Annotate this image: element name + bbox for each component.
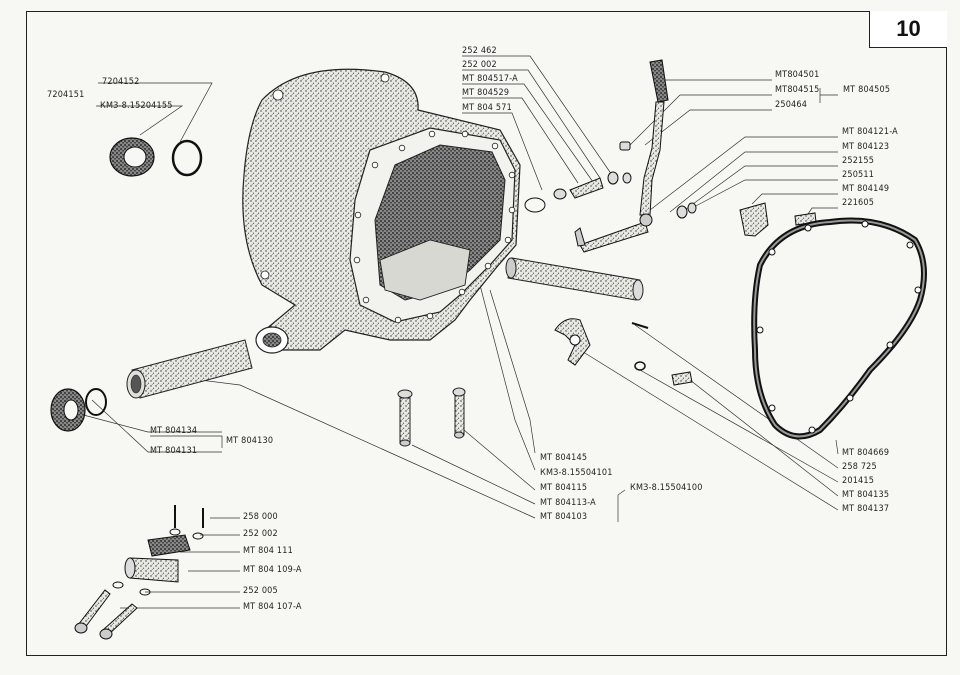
part-label-mt804107a: MT 804 107-A (243, 602, 302, 612)
part-label-7204151: 7204151 (47, 90, 85, 100)
screw-mt804135 (671, 371, 693, 386)
part-label-252462: 252 462 (462, 46, 497, 56)
part-label-7204152: 7204152 (102, 77, 140, 87)
part-label-mt804529: MT 804529 (462, 88, 510, 98)
part-label-mt804103: MT 804103 (540, 512, 588, 522)
oil-seal-mt804131 (50, 388, 86, 432)
part-label-252002-top: 252 002 (462, 60, 497, 70)
pin-258725 (631, 322, 649, 329)
gear-shift-lever (574, 59, 669, 253)
part-label-mt804111: MT 804 111 (243, 546, 293, 556)
part-label-kmz-15204155: КМЗ-8.15204155 (100, 101, 173, 111)
part-label-mt804113a: MT 804113-A (540, 498, 596, 508)
small-fasteners (524, 141, 817, 237)
part-label-250511: 250511 (842, 170, 875, 180)
part-label-mt804137: MT 804137 (842, 504, 890, 514)
gasket-mt804669 (751, 217, 927, 440)
o-ring-kmz (171, 139, 203, 177)
dowel-pin-mt804113a (452, 387, 466, 439)
part-label-258000: 258 000 (243, 512, 278, 522)
part-label-mt804135: MT 804135 (842, 490, 890, 500)
part-label-mt804109a: MT 804 109-A (243, 565, 302, 575)
part-label-mt804571: MT 804 571 (462, 103, 512, 113)
part-label-mt804501: MT804501 (775, 70, 820, 80)
shaft-tube-mt804103 (126, 339, 253, 399)
part-label-252005: 252 005 (243, 586, 278, 596)
part-label-mt804515: MT804515 (775, 85, 820, 95)
oil-seal-7204152 (109, 137, 155, 177)
part-label-kmz-15504101: КМЗ-8.15504101 (540, 468, 613, 478)
pivot-assembly (74, 505, 204, 640)
part-label-mt804115: MT 804115 (540, 483, 588, 493)
part-label-252002-bottom: 252 002 (243, 529, 278, 539)
part-label-mt804134: MT 804134 (150, 426, 198, 436)
part-label-kmz-15504100: КМЗ-8.15504100 (630, 483, 703, 493)
part-label-mt804669: MT 804669 (842, 448, 890, 458)
part-label-221605: 221605 (842, 198, 875, 208)
drawing-frame (26, 11, 947, 656)
part-label-mt804123: MT 804123 (842, 142, 890, 152)
washer-201415 (634, 361, 646, 371)
shaft-mt804145 (505, 257, 644, 301)
part-label-258725: 258 725 (842, 462, 877, 472)
selector-plate-mt804137 (554, 318, 591, 366)
part-label-mt804131: MT 804131 (150, 446, 198, 456)
part-label-201415: 201415 (842, 476, 875, 486)
part-label-250464: 250464 (775, 100, 808, 110)
part-label-mt804121a: MT 804121-A (842, 127, 898, 137)
part-label-mt804505: MT 804505 (843, 85, 891, 95)
part-label-252155: 252155 (842, 156, 875, 166)
part-label-mt804145: MT 804145 (540, 453, 588, 463)
gearbox-housing (242, 68, 521, 354)
part-label-mt804149: MT 804149 (842, 184, 890, 194)
part-label-mt804517a: MT 804517-A (462, 74, 518, 84)
page-number: 10 (869, 11, 947, 48)
dowel-pin-mt804115 (397, 389, 413, 447)
o-ring-mt804134 (85, 388, 107, 416)
part-label-mt804130: MT 804130 (226, 436, 274, 446)
